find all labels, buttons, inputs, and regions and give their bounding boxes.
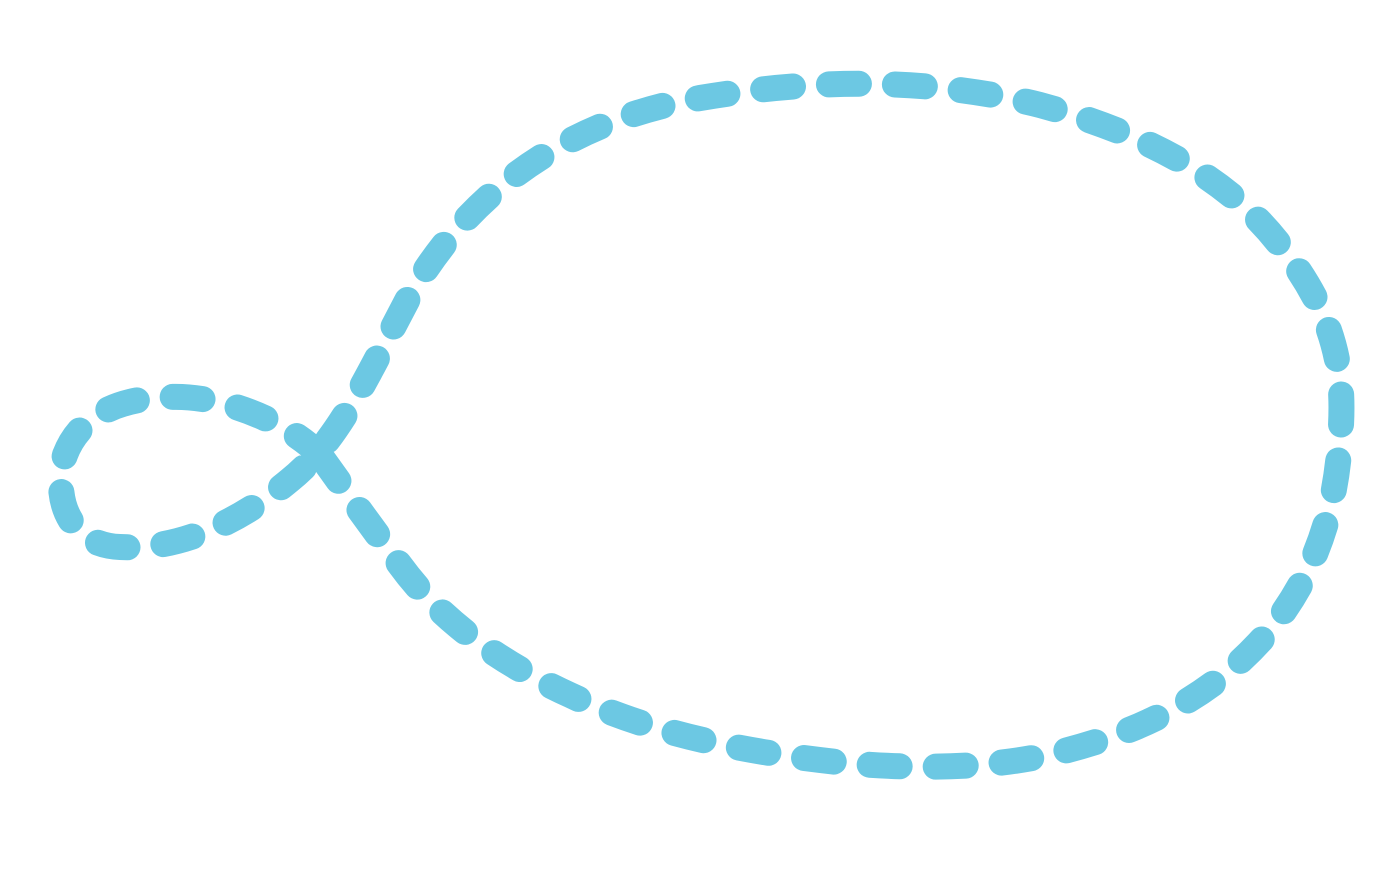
dashed-loop-curve [47, 70, 1355, 780]
